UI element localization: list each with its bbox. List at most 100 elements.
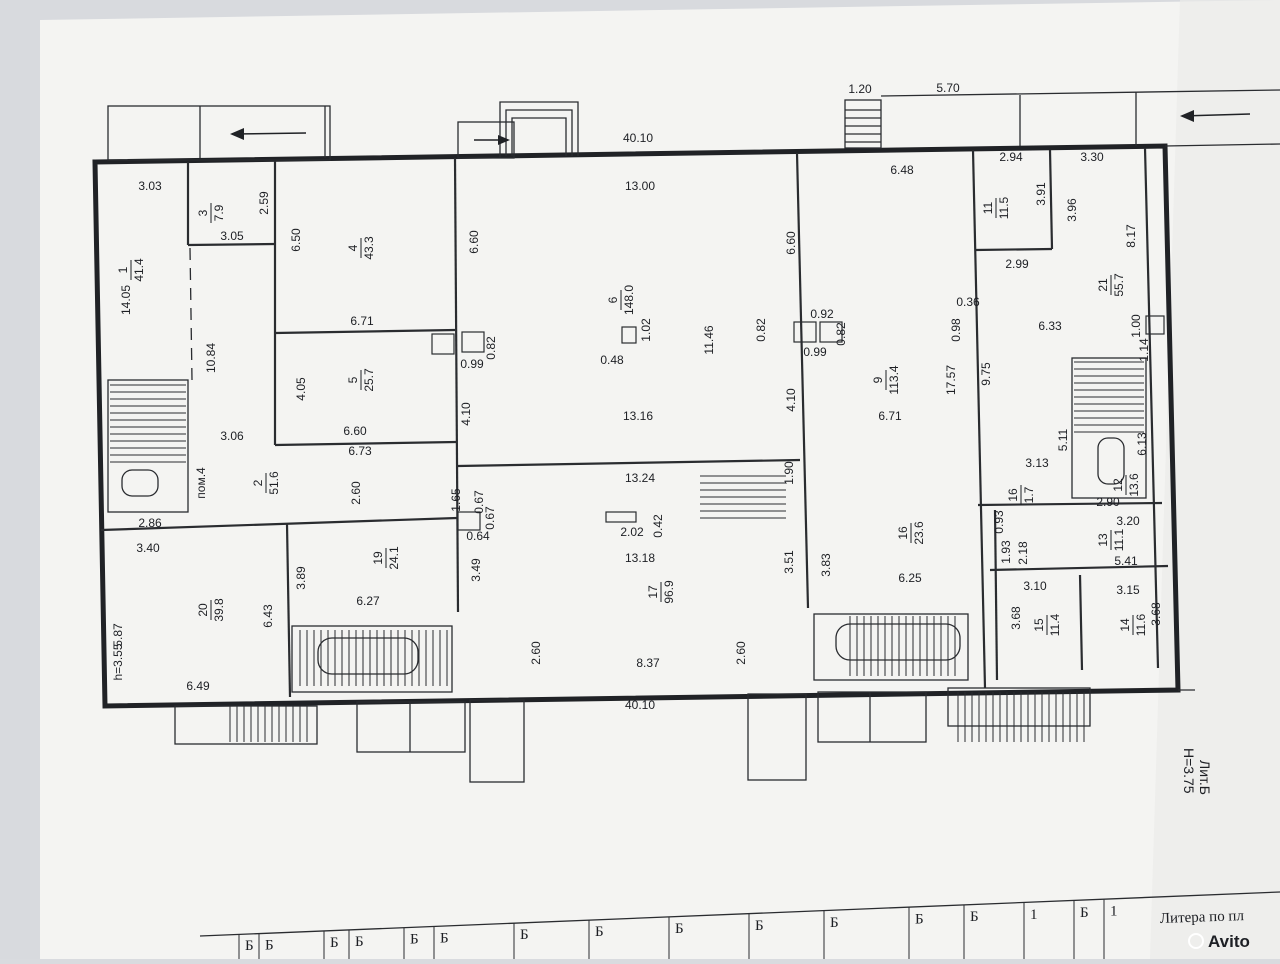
room-12-13-label-number: 12 <box>1111 478 1125 492</box>
misc-dim-9: 0.67 <box>472 490 486 514</box>
room-17-dim-1: 3.68 <box>1149 602 1163 626</box>
room-15-16-label-number: 15 <box>1032 618 1046 632</box>
room-17-dim-0: 3.15 <box>1116 583 1140 597</box>
room-10-dim-0: 3.83 <box>819 553 833 577</box>
avito-logo-icon <box>1188 933 1204 949</box>
room-2-dim-0: 6.50 <box>289 228 303 252</box>
table-cell-5: Б <box>440 930 449 946</box>
room-8-dim-2: 2.02 <box>620 525 644 539</box>
room-8-dim-3: 0.42 <box>651 514 665 538</box>
table-cell-1: Б <box>265 937 274 953</box>
top-annexes <box>107 89 1280 161</box>
room-8-dim-1: 13.18 <box>625 551 655 565</box>
room-11-dim-1: 3.91 <box>1034 182 1048 206</box>
room-2-note: пом.4 <box>194 467 208 499</box>
interior-partitions <box>100 147 1169 698</box>
misc-dim-5: 0.99 <box>803 345 827 359</box>
room-5-dim-2: 3.49 <box>469 558 483 582</box>
room-1-0-label-number: 1 <box>116 266 130 273</box>
misc-dim-0: 0.82 <box>484 336 498 360</box>
room-9-dim-3: 6.71 <box>878 409 902 423</box>
room-5-dim-0: 3.89 <box>294 566 308 590</box>
room-14-17-label-area: 11.6 <box>1134 613 1148 636</box>
room-9-dim-4: 4.10 <box>784 388 798 412</box>
table-header: Литера по пл <box>1160 908 1245 927</box>
room-15-dim-0: 3.20 <box>1116 514 1140 528</box>
room-12-dim-0: 3.30 <box>1080 150 1104 164</box>
room-14-dim-0: 0.93 <box>992 510 1006 534</box>
room-13-15-label-number: 13 <box>1096 533 1110 547</box>
litera-note: Лит.Б H=3.75 <box>1181 748 1213 795</box>
room-12-dim-8: 1.14 <box>1137 338 1151 362</box>
room-21-12-label-number: 21 <box>1096 278 1110 292</box>
table-cell-0: Б <box>245 938 254 954</box>
table-cell-8: Б <box>675 921 684 937</box>
room-12-dim-5: 3.13 <box>1025 456 1049 470</box>
room-16-14-label-number: 16 <box>1006 488 1020 502</box>
room-5-3-label-area: 25.7 <box>362 368 376 392</box>
room-13-dim-1: 2.90 <box>1096 495 1120 509</box>
room-12-dim-1: 3.96 <box>1065 198 1079 222</box>
room-9-dim-2: 17.57 <box>944 365 958 395</box>
room-20-6-label-number: 20 <box>196 603 210 617</box>
room-17-8-label-area: 96.9 <box>662 580 676 604</box>
room-9-9-label-number: 9 <box>871 376 885 383</box>
room-15-dim-1: 5.41 <box>1114 554 1138 568</box>
watermark: Avito <box>1188 932 1250 951</box>
room-5-dim-1: 6.27 <box>356 594 380 608</box>
room-7-dim-3: 13.16 <box>623 409 653 423</box>
room-4-dim-4: 2.86 <box>138 516 162 530</box>
room-3-1-label-area: 7.9 <box>212 204 226 221</box>
room-6-7-label-number: 6 <box>606 296 620 303</box>
room-15-16-label-area: 11.4 <box>1048 613 1062 636</box>
room-7-dim-1: 6.60 <box>467 230 481 254</box>
litera-height: H=3.75 <box>1181 748 1197 794</box>
room-20-6-label-area: 39.8 <box>212 598 226 622</box>
room-0-dim-1: 14.05 <box>119 285 133 315</box>
room-13-dim-0: 6.13 <box>1135 432 1149 456</box>
room-17-8-label-number: 17 <box>646 585 660 599</box>
room-6-7-label-area: 148.0 <box>622 285 636 315</box>
room-9-dim-0: 6.48 <box>890 163 914 177</box>
room-5-3-label-number: 5 <box>346 376 360 383</box>
table-cell-9: Б <box>755 918 764 934</box>
top-total-dim: 40.10 <box>623 131 653 145</box>
paper-sheet <box>40 0 1280 959</box>
misc-dim-8: 1.65 <box>449 488 463 512</box>
misc-dim-3: 0.82 <box>834 322 848 346</box>
room-7-dim-4: 4.10 <box>459 402 473 426</box>
room-1-dim-1: 3.05 <box>220 229 244 243</box>
room-13-15-label-area: 11.1 <box>1112 528 1126 551</box>
room-11-dim-0: 2.94 <box>999 150 1023 164</box>
table-cell-7: Б <box>595 924 604 940</box>
room-6-dim-0: 3.40 <box>136 541 160 555</box>
room-7-dim-6: 0.48 <box>600 353 624 367</box>
paper-fold-shadow <box>1150 0 1280 959</box>
room-9-dim-1: 6.60 <box>784 231 798 255</box>
room-4-dim-1: 3.06 <box>220 429 244 443</box>
room-11-dim-2: 2.99 <box>1005 257 1029 271</box>
room-14-17-label-number: 14 <box>1118 618 1132 632</box>
room-10-dim-1: 6.25 <box>898 571 922 585</box>
room-16-10-label-area: 23.6 <box>912 521 926 545</box>
room-16-10-label-number: 16 <box>896 526 910 540</box>
columns <box>431 315 1165 531</box>
bottom-center-dim: 8.37 <box>636 656 660 670</box>
room-1-0-label-area: 41.4 <box>132 258 146 282</box>
room-7-dim-5: 1.02 <box>639 318 653 342</box>
table-cell-10: Б <box>830 915 839 931</box>
misc-dim-1: 0.99 <box>460 357 484 371</box>
entrance-arrows <box>230 110 1251 145</box>
